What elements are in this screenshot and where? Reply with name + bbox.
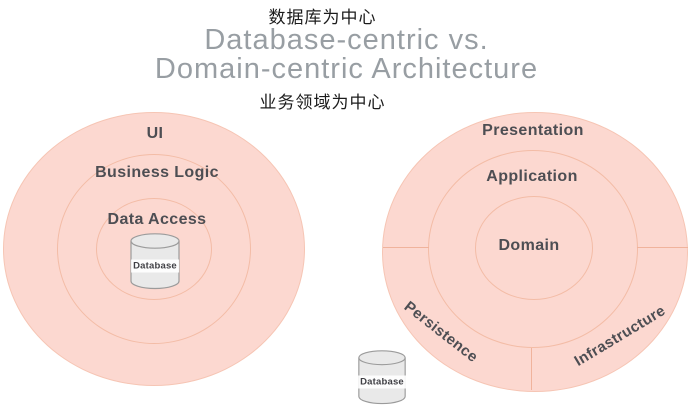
left-inner-ring [96, 198, 212, 300]
ring-label-domain: Domain [498, 237, 560, 254]
left-database-label: Database [131, 259, 179, 273]
ring-label-presentation: Presentation [482, 122, 584, 139]
left-database-cylinder: Database [130, 233, 180, 290]
caption-domain-centric-zh: 业务领域为中心 [259, 93, 386, 112]
ring-label-data-access: Data Access [107, 211, 207, 228]
ring-label-business-logic: Business Logic [95, 164, 219, 181]
right-inner-ring [475, 196, 593, 300]
right-middle-ring [428, 150, 638, 348]
caption-database-centric-zh: 数据库为中心 [268, 8, 377, 27]
sector-divider-right [637, 247, 688, 248]
sector-divider-bottom [531, 348, 532, 390]
right-database-cylinder: Database [357, 350, 407, 405]
sector-divider-left [383, 247, 429, 248]
page-title-line1: Database-centric vs. [204, 24, 489, 56]
page-title-line2: Domain-centric Architecture [154, 53, 539, 85]
right-database-label: Database [358, 375, 406, 389]
left-middle-ring [57, 154, 251, 344]
ring-label-application: Application [486, 168, 578, 185]
ring-label-ui: UI [146, 125, 164, 142]
